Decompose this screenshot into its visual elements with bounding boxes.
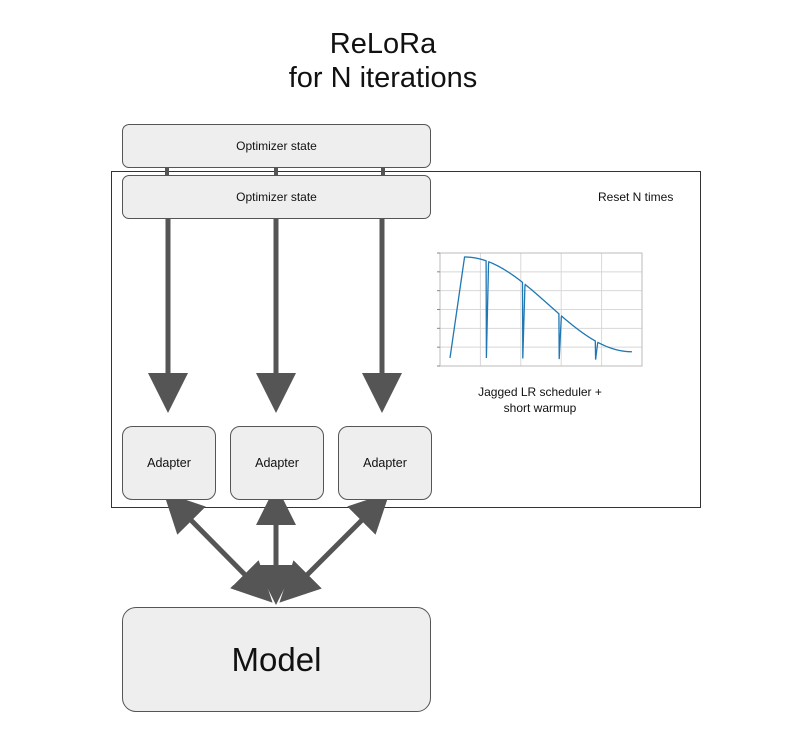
reset-frame <box>111 171 701 508</box>
connector-2 <box>274 167 278 176</box>
lr-caption-line2: short warmup <box>503 401 577 415</box>
optimizer-state-label: Optimizer state <box>236 190 317 204</box>
adapter-box-3: Adapter <box>338 426 432 500</box>
adapter-box-1: Adapter <box>122 426 216 500</box>
diagram-title-line2: for N iterations <box>288 62 478 94</box>
optimizer-connectors <box>165 167 385 176</box>
optimizer-state-box-front: Optimizer state <box>122 175 431 219</box>
arrow-adapter-3-model <box>279 492 390 603</box>
optimizer-state-label: Optimizer state <box>236 139 317 153</box>
adapter-label: Adapter <box>363 456 407 470</box>
lr-curve <box>449 256 632 360</box>
model-box: Model <box>122 607 431 712</box>
lr-caption-line1: Jagged LR scheduler + <box>478 385 602 399</box>
lr-chart-grid <box>437 252 643 367</box>
model-label: Model <box>231 640 322 678</box>
connector-1 <box>165 167 169 176</box>
diagram-title-line1: ReLoRa <box>329 28 437 60</box>
adapter-box-2: Adapter <box>230 426 324 500</box>
connector-3 <box>381 167 385 176</box>
reset-n-times-label: Reset N times <box>598 190 674 204</box>
lr-caption: Jagged LR scheduler + short warmup <box>450 384 630 416</box>
adapter-label: Adapter <box>147 456 191 470</box>
arrow-adapter-1-model <box>163 492 273 603</box>
adapter-label: Adapter <box>255 456 299 470</box>
